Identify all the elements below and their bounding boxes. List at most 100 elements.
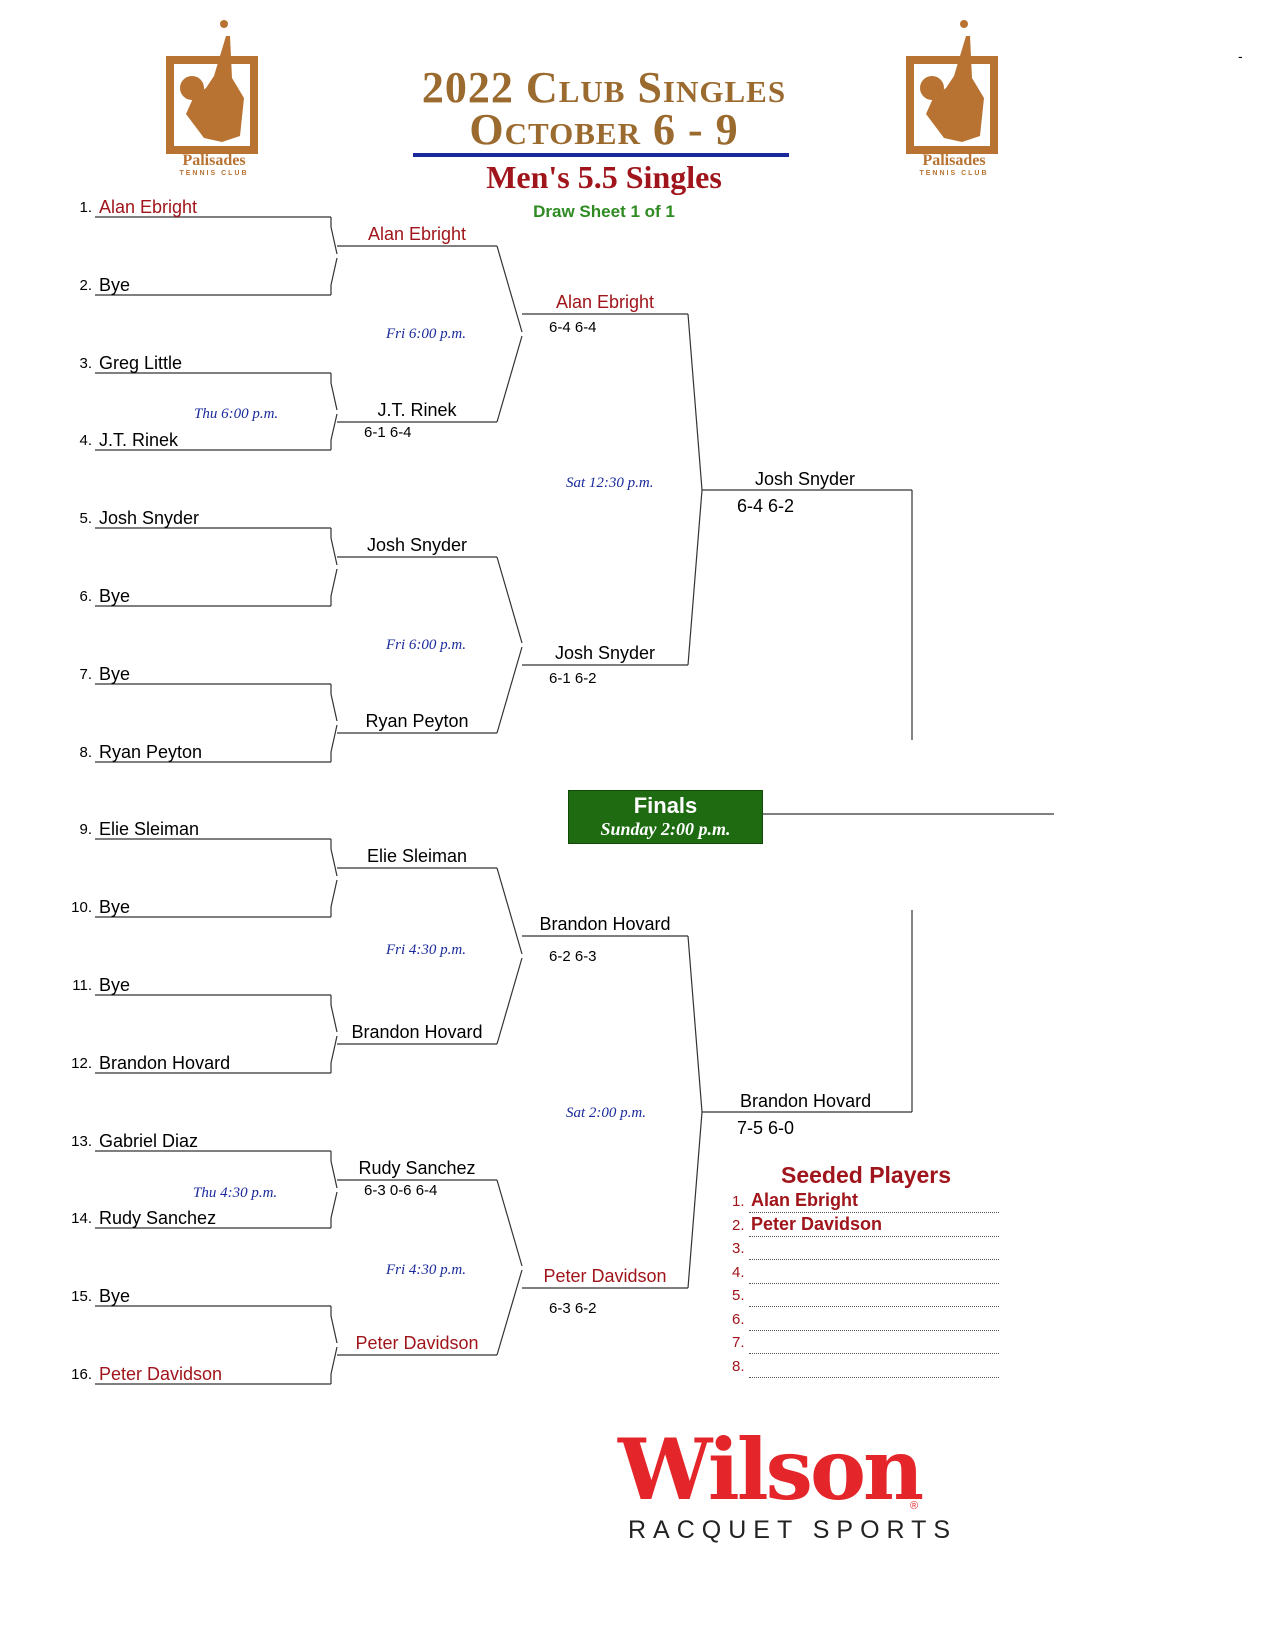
schedule-r2-b: Fri 6:00 p.m. <box>386 637 466 653</box>
seed-line <box>749 1284 999 1307</box>
connector <box>330 724 338 753</box>
draw-player: Gabriel Diaz <box>99 1131 199 1151</box>
connector <box>330 1160 338 1189</box>
connector <box>330 1191 338 1219</box>
draw-number: 1. <box>79 199 92 216</box>
schedule-sf-a: Sat 12:30 p.m. <box>566 475 654 491</box>
draw-player: Brandon Hovard <box>99 1053 231 1073</box>
draw-player: Alan Ebright <box>99 197 198 217</box>
connector <box>330 1346 338 1375</box>
draw-number: 11. <box>72 977 92 994</box>
seed-line <box>749 1261 999 1284</box>
sf-score: 6-4 6-2 <box>737 496 795 516</box>
connector <box>330 413 338 441</box>
connector <box>330 382 338 411</box>
sf-score: 7-5 6-0 <box>737 1118 795 1138</box>
round2-score: 6-1 6-4 <box>364 424 412 441</box>
seed-line <box>749 1308 999 1331</box>
qf-score: 6-2 6-3 <box>549 948 597 965</box>
corner-mark: - <box>1238 48 1243 64</box>
draw-player: Peter Davidson <box>99 1364 223 1384</box>
seed-number: 2. <box>732 1216 745 1234</box>
round2-player: Rudy Sanchez <box>358 1158 476 1178</box>
seed-number: 7. <box>732 1334 745 1351</box>
sf-player: Brandon Hovard <box>740 1091 872 1111</box>
draw-player: Josh Snyder <box>99 508 200 528</box>
round2-player: Brandon Hovard <box>351 1022 483 1042</box>
draw-player: Bye <box>99 586 131 606</box>
title-line-2: October 6 - 9 <box>469 105 739 154</box>
qf-score: 6-1 6-2 <box>549 670 597 687</box>
draw-number: 13. <box>71 1133 92 1150</box>
draw-player: Bye <box>99 1286 131 1306</box>
event-title: Men's 5.5 Singles <box>486 159 722 195</box>
round2-player: Ryan Peyton <box>365 711 469 731</box>
draw-player: Greg Little <box>99 353 183 373</box>
finals-time: Sunday 2:00 p.m. <box>600 819 731 839</box>
draw-player: Elie Sleiman <box>99 819 200 839</box>
connector <box>330 848 338 877</box>
draw-number: 8. <box>79 744 92 761</box>
round2-player: J.T. Rinek <box>377 400 457 420</box>
draw-player: Bye <box>99 975 131 995</box>
qf-player: Alan Ebright <box>555 292 655 312</box>
sf-player: Josh Snyder <box>755 469 856 489</box>
draw-number: 12. <box>71 1055 92 1072</box>
qf-score: 6-4 6-4 <box>549 319 597 336</box>
club-logo-left: Palisades TENNIS CLUB <box>164 18 264 178</box>
round2-player: Elie Sleiman <box>366 846 468 866</box>
connector <box>330 568 338 597</box>
connector <box>496 1179 523 1267</box>
seed-number: 5. <box>732 1287 745 1304</box>
seed-line <box>749 1214 999 1237</box>
schedule-r1-a: Thu 6:00 p.m. <box>194 406 279 422</box>
club-logo-text: Palisades <box>922 152 986 169</box>
title-underline <box>413 153 789 157</box>
seed-player: Alan Ebright <box>751 1190 858 1210</box>
connector <box>330 693 338 722</box>
connector <box>496 556 523 644</box>
connector <box>330 537 338 566</box>
draw-number: 10. <box>71 899 92 916</box>
draw-number: 14. <box>71 1210 92 1227</box>
draw-player: Bye <box>99 664 131 684</box>
draw-number: 2. <box>79 277 92 294</box>
draw-number: 6. <box>79 588 92 605</box>
seed-number: 3. <box>732 1240 745 1257</box>
connector <box>330 226 338 255</box>
finals-box: Finals Sunday 2:00 p.m. <box>568 790 763 844</box>
draw-number: 4. <box>79 432 92 449</box>
seeded-players-title: Seeded Players <box>781 1162 952 1188</box>
sponsor-tagline: RACQUET SPORTS <box>628 1516 958 1544</box>
schedule-r2-a: Fri 6:00 p.m. <box>386 326 466 342</box>
connector <box>496 1269 523 1356</box>
draw-player: J.T. Rinek <box>99 430 179 450</box>
round2-player: Peter Davidson <box>355 1333 479 1353</box>
draw-number: 7. <box>79 666 92 683</box>
connector <box>496 335 523 423</box>
seed-line <box>749 1355 999 1378</box>
connector <box>687 1111 703 1289</box>
round2-player: Alan Ebright <box>367 224 467 244</box>
finals-label: Finals <box>633 793 698 818</box>
qf-player: Peter Davidson <box>543 1266 667 1286</box>
connector <box>330 879 338 908</box>
qf-player: Brandon Hovard <box>539 914 671 934</box>
draw-player: Bye <box>99 275 131 295</box>
connector <box>496 646 523 734</box>
connector <box>687 935 703 1113</box>
connector <box>330 1004 338 1033</box>
schedule-r2-c: Fri 4:30 p.m. <box>386 942 466 958</box>
connector <box>687 489 703 666</box>
club-logo-right: Palisades TENNIS CLUB <box>904 18 1004 178</box>
club-logo-subtext: TENNIS CLUB <box>179 170 249 177</box>
schedule-r2-d: Fri 4:30 p.m. <box>386 1262 466 1278</box>
draw-sheet-label: Draw Sheet 1 of 1 <box>533 202 675 221</box>
club-logo-text: Palisades <box>182 152 246 169</box>
draw-player: Rudy Sanchez <box>99 1208 217 1228</box>
draw-player: Ryan Peyton <box>99 742 203 762</box>
connector <box>496 957 523 1045</box>
seed-number: 8. <box>732 1357 745 1375</box>
draw-number: 15. <box>71 1288 92 1305</box>
